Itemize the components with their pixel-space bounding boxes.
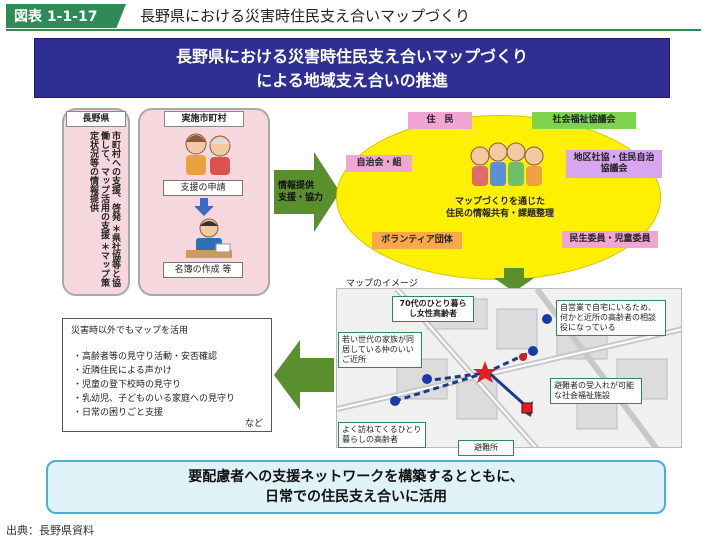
municipality-tag: 実施市町村 (164, 111, 244, 127)
note-evacuation: 避難所 (458, 440, 514, 456)
conclusion-line-2: 日常での住民支え合いに活用 (265, 489, 447, 505)
map-caption: マップのイメージ (346, 279, 418, 289)
banner-line-1: 長野県における災害時住民支え合いマップづくり (175, 47, 528, 66)
elderly-couple-icon (185, 133, 231, 175)
ellipse-center-line-1: マップづくりを通じた (454, 197, 545, 207)
arrow-1-line-1: 情報提供 (278, 181, 315, 191)
stakeholder-ellipse (336, 115, 661, 280)
list-item: ・高齢者等の見守り活動・安否確認 (73, 352, 218, 362)
note-neighbor-worker: 自営業で自宅にいるため、何かと近所の高齢者の相談役になっている (556, 300, 666, 336)
down-arrow-icon (194, 198, 214, 216)
list-item: ・日常の困りごと支援 (73, 408, 164, 418)
source-note: 出典：長野県資料 (6, 524, 94, 537)
chip-neighborhood: 自治会・組 (346, 155, 412, 172)
conclusion-banner: 要配慮者への支援ネットワークを構築するとともに、 日常での住民支え合いに活用 (46, 460, 666, 514)
chip-district: 地区社協・住民自治協議会 (566, 150, 662, 178)
conclusion-line-1: 要配慮者への支援ネットワークを構築するとともに、 (188, 469, 524, 485)
arrow-1-line-2: 支援・協力 (278, 193, 324, 203)
list-item: ・近隣住民による声かけ (73, 366, 172, 376)
header-rule (6, 29, 701, 31)
prefecture-panel (62, 108, 130, 296)
uses-list: 災害時以外でもマップを活用 ・高齢者等の見守り活動・安否確認 ・近隣住民による声… (62, 318, 272, 432)
list-creation-box: 名簿の作成 等 (163, 262, 243, 278)
uses-etc: など (244, 419, 263, 429)
right-arrow-icon (274, 152, 340, 232)
banner-line-2: による地域支え合いの推進 (256, 71, 448, 90)
list-item: ・児童の登下校時の見守り (73, 380, 182, 390)
official-at-desk-icon (186, 218, 232, 258)
prefecture-tag: 長野県 (66, 111, 126, 127)
prefecture-text: 市町村への支援、啓発 ＊県社協等と協働して、マップ活用の支援 ＊マップ策定状況等… (88, 131, 120, 288)
chip-volunteer: ボランティア団体 (372, 232, 462, 249)
uses-title: 災害時以外でもマップを活用 (71, 326, 189, 336)
note-shelter-facility: 避難者の受入れが可能な社会福祉施設 (550, 378, 642, 404)
chip-social-welfare: 社会福祉協議会 (532, 112, 636, 129)
chip-residents: 住 民 (408, 112, 472, 129)
figure-title: 長野県における災害時住民支え合いマップづくり (140, 7, 471, 25)
main-banner: 長野県における災害時住民支え合いマップづくり による地域支え合いの推進 (34, 38, 670, 98)
note-family: 若い世代の家族が同居している仲のいいご近所 (338, 332, 422, 368)
left-arrow-icon (274, 340, 334, 410)
support-application-box: 支援の申請 (163, 180, 243, 196)
down-arrow-to-map-icon (494, 268, 534, 292)
note-elderly: 70代のひとり暮らし女性高齢者 (392, 296, 474, 322)
note-visitor: よく訪ねてくるひとり暮らしの高齢者 (338, 422, 426, 448)
figure-label: 図表 1-1-17 (6, 4, 126, 28)
list-item: ・乳幼児、子どものいる家庭への見守り (73, 394, 236, 404)
ellipse-center-line-2: 住民の情報共有・課題整理 (445, 209, 554, 219)
chip-welfare-commissioner: 民生委員・児童委員 (562, 231, 658, 248)
ellipse-center-text: マップづくりを通じた 住民の情報共有・課題整理 (430, 196, 570, 220)
residents-group-icon (470, 142, 544, 186)
arrow-1-label: 情報提供 支援・協力 (278, 180, 323, 204)
